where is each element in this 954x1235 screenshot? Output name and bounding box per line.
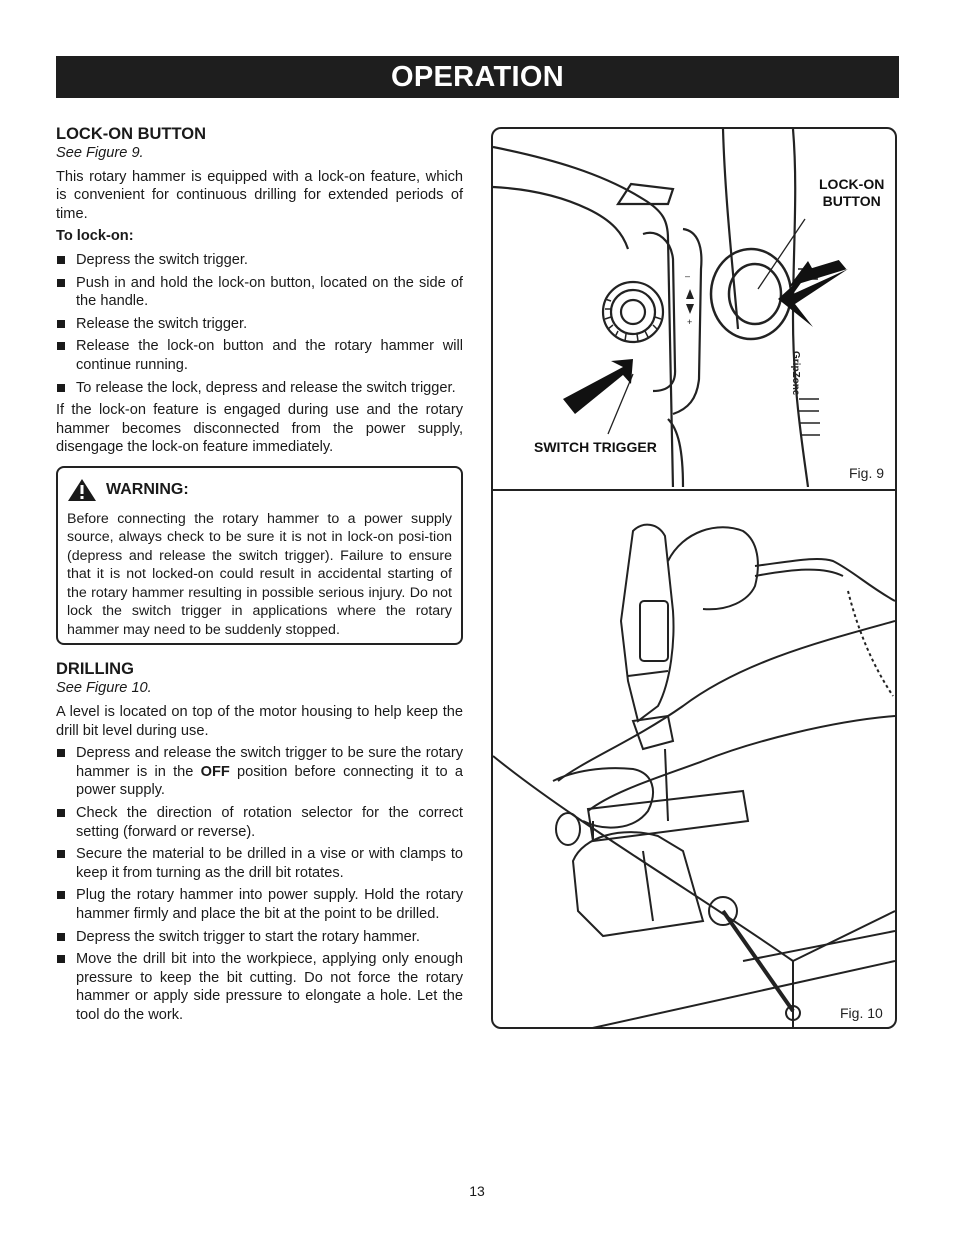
figure9-illustration: – + GripZone — [493, 129, 848, 487]
lockon-steps: Depress the switch trigger. Push in and … — [56, 251, 463, 397]
figure10-label: Fig. 10 — [840, 1005, 883, 1021]
drilling-intro: A level is located on top of the motor h… — [56, 704, 463, 739]
drilling-figure-ref: See Figure 10. — [56, 680, 152, 697]
lockon-figure-ref: See Figure 9. — [56, 145, 144, 161]
list-item: Move the drill bit into the workpiece, a… — [56, 950, 463, 1024]
callout-line: BUTTON — [822, 193, 881, 209]
list-item: Depress and release the switch trigger t… — [56, 744, 463, 800]
lockon-intro: This rotary hammer is equipped with a lo… — [56, 168, 463, 222]
list-item-text: position before connecting it to a power… — [76, 763, 463, 799]
figure9-label: Fig. 9 — [849, 465, 885, 481]
svg-text:–: – — [685, 271, 690, 281]
list-item: Plug the rotary hammer into power supply… — [56, 886, 463, 923]
figure-divider — [493, 489, 895, 491]
brand-text: GripZone — [790, 351, 801, 396]
list-item: Depress the switch trigger to start the … — [56, 928, 463, 947]
warning-text: Before connecting the rotary hammer to a… — [67, 510, 452, 638]
switch-trigger-callout: SWITCH TRIGGER — [534, 439, 657, 455]
list-item: To release the lock, depress and release… — [56, 379, 463, 398]
list-item: Release the switch trigger. — [56, 315, 463, 334]
lockon-heading: LOCK-ON BUTTON — [56, 125, 207, 143]
warning-header: WARNING: — [67, 478, 452, 502]
lockon-callout: LOCK-ON BUTTON — [819, 176, 884, 210]
list-item: Check the direction of rotation selector… — [56, 804, 463, 841]
warning-triangle-icon — [68, 478, 96, 501]
warning-box: WARNING: Before connecting the rotary ha… — [56, 465, 463, 646]
list-item-text: Depress and release the switch trigger t… — [76, 745, 463, 780]
drilling-heading: DRILLING — [56, 660, 134, 679]
drilling-steps: Depress and release the switch trigger t… — [56, 744, 463, 1024]
left-column: LOCK-ON BUTTON See Figure 9. This rotary… — [56, 124, 463, 1029]
lockon-outro: If the lock-on feature is engaged during… — [56, 402, 463, 456]
figure-panel: – + GripZone LOCK-ON BUTTON SWITCH TRIGG… — [491, 127, 897, 1029]
page-number: 13 — [469, 1183, 485, 1199]
list-item: Secure the material to be drilled in a v… — [56, 845, 463, 882]
list-item: Push in and hold the lock-on button, loc… — [56, 274, 463, 311]
list-item: Depress the switch trigger. — [56, 251, 463, 270]
page-title: OPERATION — [56, 56, 899, 98]
list-item: Release the lock-on button and the rotar… — [56, 337, 463, 374]
warning-title: WARNING: — [106, 480, 189, 498]
svg-text:+: + — [687, 317, 692, 327]
off-emphasis: OFF — [200, 763, 230, 780]
figure10-illustration — [493, 523, 895, 1027]
callout-line: LOCK-ON — [819, 176, 885, 192]
lockon-subheading: To lock-on: — [56, 228, 134, 245]
